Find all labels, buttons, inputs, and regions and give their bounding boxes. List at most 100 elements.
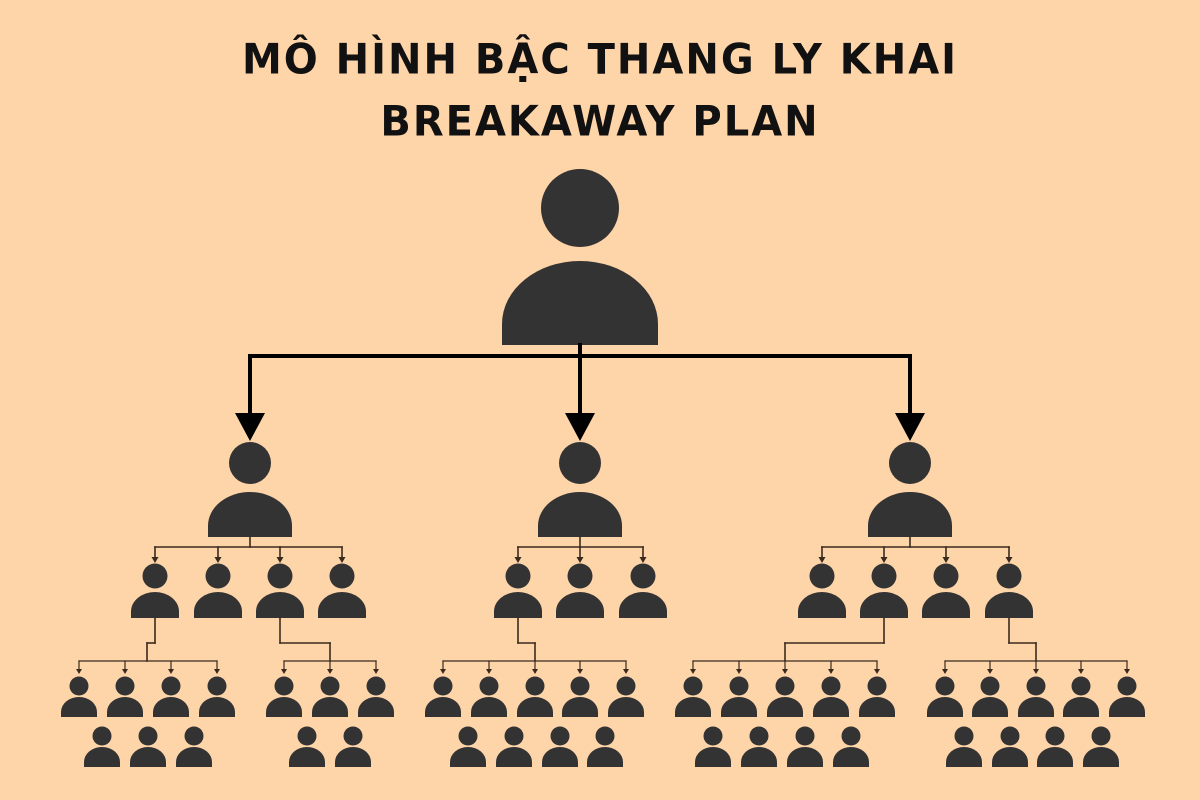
person-head-icon [933, 563, 959, 589]
person-body-icon [1018, 697, 1054, 717]
person-body-icon [946, 747, 982, 767]
level3-arrow-icon [151, 557, 159, 563]
person-body-icon [859, 697, 895, 717]
person-head-icon [297, 726, 317, 746]
level4-arrow-icon [373, 669, 379, 674]
person-body-icon [721, 697, 757, 717]
level3-person-icon [798, 563, 846, 618]
level4-arrow-icon [987, 669, 993, 674]
level4-person-icon [542, 726, 578, 767]
level4-person-icon [675, 676, 711, 717]
person-head-icon [329, 563, 355, 589]
level4-arrow-icon [1124, 669, 1130, 674]
person-head-icon [184, 726, 204, 746]
person-head-icon [595, 726, 615, 746]
person-body-icon [153, 697, 189, 717]
level4-arrow-icon [1033, 669, 1039, 674]
level3-arrow-icon [639, 557, 647, 563]
level4-arrow-icon [76, 669, 82, 674]
level4-person-icon [61, 676, 97, 717]
person-body-icon [542, 747, 578, 767]
person-body-icon [312, 697, 348, 717]
person-head-icon [729, 676, 749, 696]
person-head-icon [1091, 726, 1111, 746]
level3-person-icon [318, 563, 366, 618]
person-head-icon [1026, 676, 1046, 696]
level3-person-icon [194, 563, 243, 618]
level4-person-icon [562, 676, 598, 717]
person-head-icon [954, 726, 974, 746]
person-body-icon [517, 697, 553, 717]
level4-arrow-icon [577, 669, 583, 674]
person-head-icon [570, 676, 590, 696]
person-body-icon [494, 592, 542, 618]
person-head-icon [366, 676, 386, 696]
level4-person-icon [130, 726, 166, 767]
level4-arrow-icon [214, 669, 220, 674]
person-head-icon [559, 442, 601, 484]
level4-arrow-icon [486, 669, 492, 674]
level4-person-icon [972, 676, 1008, 717]
level3-person-icon [494, 563, 542, 618]
person-head-icon [343, 726, 363, 746]
diagram-title-line-2: BREAKAWAY PLAN [380, 97, 820, 147]
person-body-icon [131, 592, 179, 618]
level3-arrow-icon [576, 557, 584, 563]
person-body-icon [787, 747, 823, 767]
level4-person-icon [721, 676, 757, 717]
level4-person-icon [695, 726, 731, 767]
level4-person-icon [992, 726, 1028, 767]
person-head-icon [458, 726, 478, 746]
level3-person-icon [131, 563, 179, 618]
person-head-icon [505, 563, 531, 589]
person-body-icon [619, 592, 667, 618]
person-body-icon [833, 747, 869, 767]
person-body-icon [194, 592, 243, 618]
person-head-icon [161, 676, 181, 696]
level4-person-icon [767, 676, 803, 717]
level4-arrow-icon [942, 669, 948, 674]
person-head-icon [69, 676, 89, 696]
person-body-icon [798, 592, 846, 618]
person-body-icon [927, 697, 963, 717]
person-body-icon [675, 697, 711, 717]
person-head-icon [433, 676, 453, 696]
level4-arrow-icon [440, 669, 446, 674]
level3-arrow-icon [818, 557, 826, 563]
person-body-icon [266, 697, 302, 717]
level4-person-icon [813, 676, 849, 717]
level2-person-icon [208, 442, 292, 537]
person-body-icon [471, 697, 507, 717]
person-head-icon [142, 563, 168, 589]
person-body-icon [608, 697, 644, 717]
person-body-icon [358, 697, 394, 717]
person-head-icon [320, 676, 340, 696]
person-body-icon [922, 592, 970, 618]
person-head-icon [749, 726, 769, 746]
level4-person-icon [517, 676, 553, 717]
level4-person-icon [1063, 676, 1099, 717]
person-head-icon [479, 676, 499, 696]
person-body-icon [587, 747, 623, 767]
level4-person-icon [289, 726, 325, 767]
person-head-icon [541, 169, 619, 247]
person-head-icon [274, 676, 294, 696]
person-head-icon [841, 726, 861, 746]
level3-arrow-icon [880, 557, 888, 563]
level3-arrow-icon [1005, 557, 1013, 563]
level4-arrow-icon [623, 669, 629, 674]
level4-person-icon [859, 676, 895, 717]
level4-person-icon [608, 676, 644, 717]
person-head-icon [138, 726, 158, 746]
level3-arrow-icon [214, 557, 222, 563]
person-body-icon [741, 747, 777, 767]
level4-arrow-icon [281, 669, 287, 674]
level4-person-icon [946, 726, 982, 767]
level2-arrow-icon [235, 413, 265, 441]
level2-person-icon [868, 442, 952, 537]
person-body-icon [972, 697, 1008, 717]
person-head-icon [115, 676, 135, 696]
person-body-icon [425, 697, 461, 717]
person-head-icon [92, 726, 112, 746]
person-body-icon [538, 492, 622, 537]
